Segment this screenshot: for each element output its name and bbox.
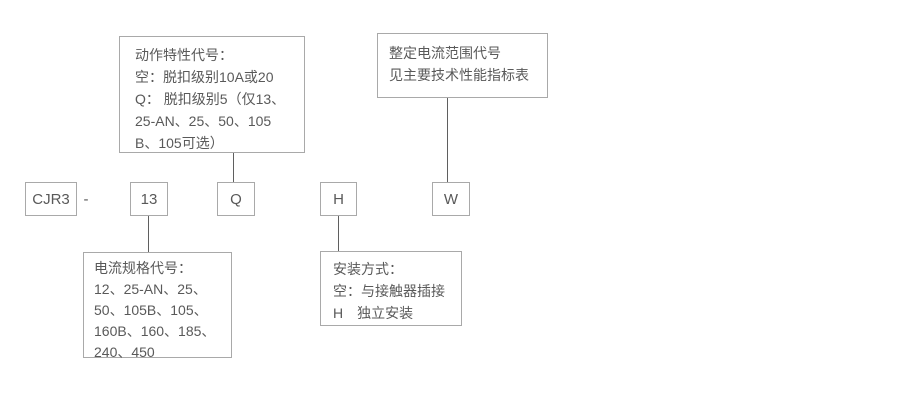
callout-mounting-method: 安装方式： 空：与接触器插接 H 独立安装 [320, 251, 462, 326]
connector-13-to-spec [148, 216, 149, 252]
code-label-h: H [333, 190, 344, 208]
callout-mount-line-2: 空：与接触器插接 [333, 283, 445, 299]
callout-spec-line-2: 12、25-AN、25、 [94, 281, 207, 297]
callout-current-spec: 电流规格代号： 12、25-AN、25、 50、105B、105、 160B、1… [83, 252, 232, 360]
code-box-action-characteristic: Q [217, 182, 255, 216]
code-label-w: W [443, 190, 459, 208]
callout-action-line-4: 25-AN、25、50、105 [135, 113, 272, 129]
callout-action-line-2: 空：脱扣级别10A或20 [135, 69, 274, 85]
model-prefix-box: CJR3 [25, 182, 77, 216]
callout-range-line-2: 见主要技术性能指标表 [389, 67, 529, 83]
connector-h-to-mounting [338, 216, 339, 251]
callout-action-characteristic: 动作特性代号： 空：脱扣级别10A或20 Q： 脱扣级别5（仅13、 25-AN… [119, 36, 305, 153]
code-label-13: 13 [140, 190, 158, 208]
code-box-current-spec: 13 [130, 182, 168, 216]
callout-range-line-1: 整定电流范围代号 [389, 45, 501, 61]
callout-setting-current-range: 整定电流范围代号 见主要技术性能指标表 [377, 33, 548, 98]
connector-range-to-w [447, 98, 448, 182]
callout-action-line-1: 动作特性代号： [135, 47, 233, 63]
callout-spec-line-3: 50、105B、105、 [94, 302, 208, 318]
callout-action-line-5: B、105可选） [135, 135, 224, 151]
callout-action-line-3: Q： 脱扣级别5（仅13、 [135, 91, 286, 107]
model-prefix-label: CJR3 [32, 190, 70, 208]
callout-spec-line-4: 160B、160、185、 [94, 323, 216, 339]
connector-action-to-q [233, 153, 234, 182]
callout-mount-line-1: 安装方式： [333, 261, 403, 277]
code-box-current-range: W [432, 182, 470, 216]
callout-spec-line-5: 240、450 [94, 344, 155, 360]
code-label-q: Q [230, 190, 242, 208]
model-separator-dash: - [83, 190, 89, 208]
callout-mount-line-3: H 独立安装 [333, 305, 414, 321]
callout-spec-line-1: 电流规格代号： [94, 260, 192, 276]
code-box-mounting: H [320, 182, 357, 216]
